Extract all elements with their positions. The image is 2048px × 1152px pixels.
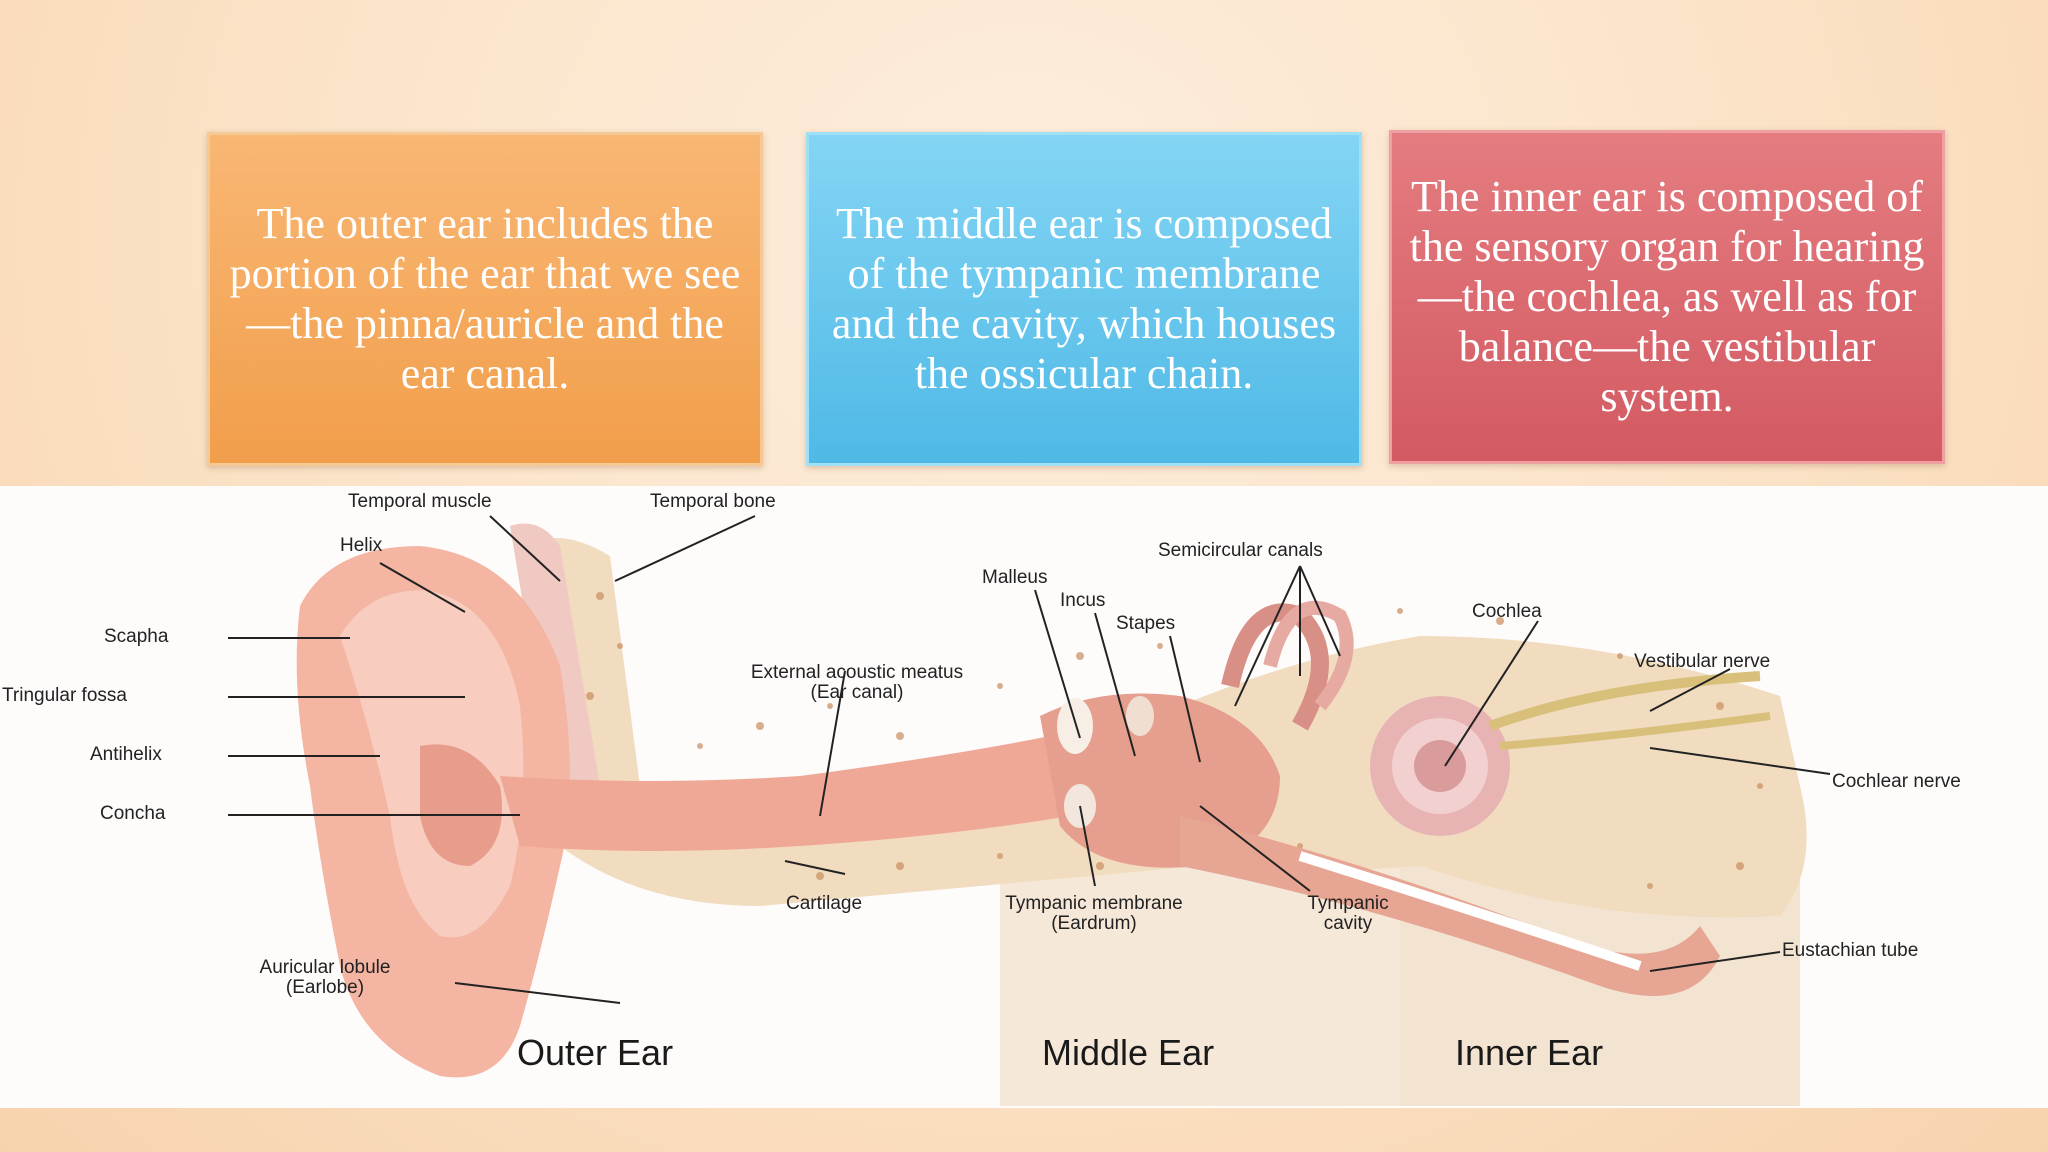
label-cochlear-nerve: Cochlear nerve (1832, 771, 1961, 792)
outer-ear-text: The outer ear includes the portion of th… (229, 199, 741, 398)
label-malleus: Malleus (982, 567, 1048, 588)
label-tympanic-membrane: Tympanic membrane (Eardrum) (944, 894, 1244, 934)
label-stapes: Stapes (1116, 613, 1176, 634)
section-inner-ear: Inner Ear (1455, 1032, 1604, 1073)
label-cochlea: Cochlea (1472, 601, 1542, 622)
label-meatus-line1: External acoustic meatus (750, 662, 964, 683)
label-vestibular-nerve: Vestibular nerve (1634, 651, 1771, 672)
label-tympanic-membrane-line2: (Eardrum) (1051, 913, 1137, 934)
label-concha: Concha (100, 803, 166, 824)
label-temporal-bone: Temporal bone (650, 491, 776, 512)
middle-ear-box: The middle ear is composed of the tympan… (806, 132, 1362, 466)
label-auricular-lobule: Auricular lobule (Earlobe) (200, 958, 450, 998)
label-tympanic-membrane-line1: Tympanic membrane (1005, 893, 1183, 914)
middle-ear-text: The middle ear is composed of the tympan… (831, 199, 1337, 398)
section-middle-ear: Middle Ear (1042, 1032, 1215, 1073)
section-outer-ear: Outer Ear (517, 1032, 674, 1073)
label-scapha: Scapha (104, 626, 169, 647)
label-antihelix: Antihelix (90, 744, 162, 765)
ear-illustration (228, 515, 1831, 1106)
label-tympanic-cavity: Tympanic cavity (1268, 894, 1428, 934)
label-lobule-line1: Auricular lobule (259, 957, 391, 978)
inner-ear-box: The inner ear is composed of the sensory… (1389, 130, 1945, 464)
label-meatus-line2: (Ear canal) (810, 682, 904, 703)
label-incus: Incus (1060, 590, 1106, 611)
label-eustachian-tube: Eustachian tube (1782, 940, 1919, 961)
label-semicircular-canals: Semicircular canals (1158, 540, 1323, 561)
label-triangular-fossa: Tringular fossa (2, 685, 127, 706)
label-temporal-muscle: Temporal muscle (348, 491, 492, 512)
label-cartilage: Cartilage (786, 893, 863, 914)
inner-ear-text: The inner ear is composed of the sensory… (1409, 172, 1925, 421)
outer-ear-box: The outer ear includes the portion of th… (207, 132, 763, 466)
label-tympanic-cavity-line1: Tympanic (1307, 893, 1389, 914)
label-helix: Helix (340, 535, 383, 556)
label-lobule-line2: (Earlobe) (285, 977, 365, 998)
ear-anatomy-diagram: Temporal muscle Temporal bone Helix Scap… (0, 486, 2048, 1108)
label-tympanic-cavity-line2: cavity (1323, 913, 1373, 934)
label-external-acoustic-meatus: External acoustic meatus (Ear canal) (672, 663, 1042, 703)
